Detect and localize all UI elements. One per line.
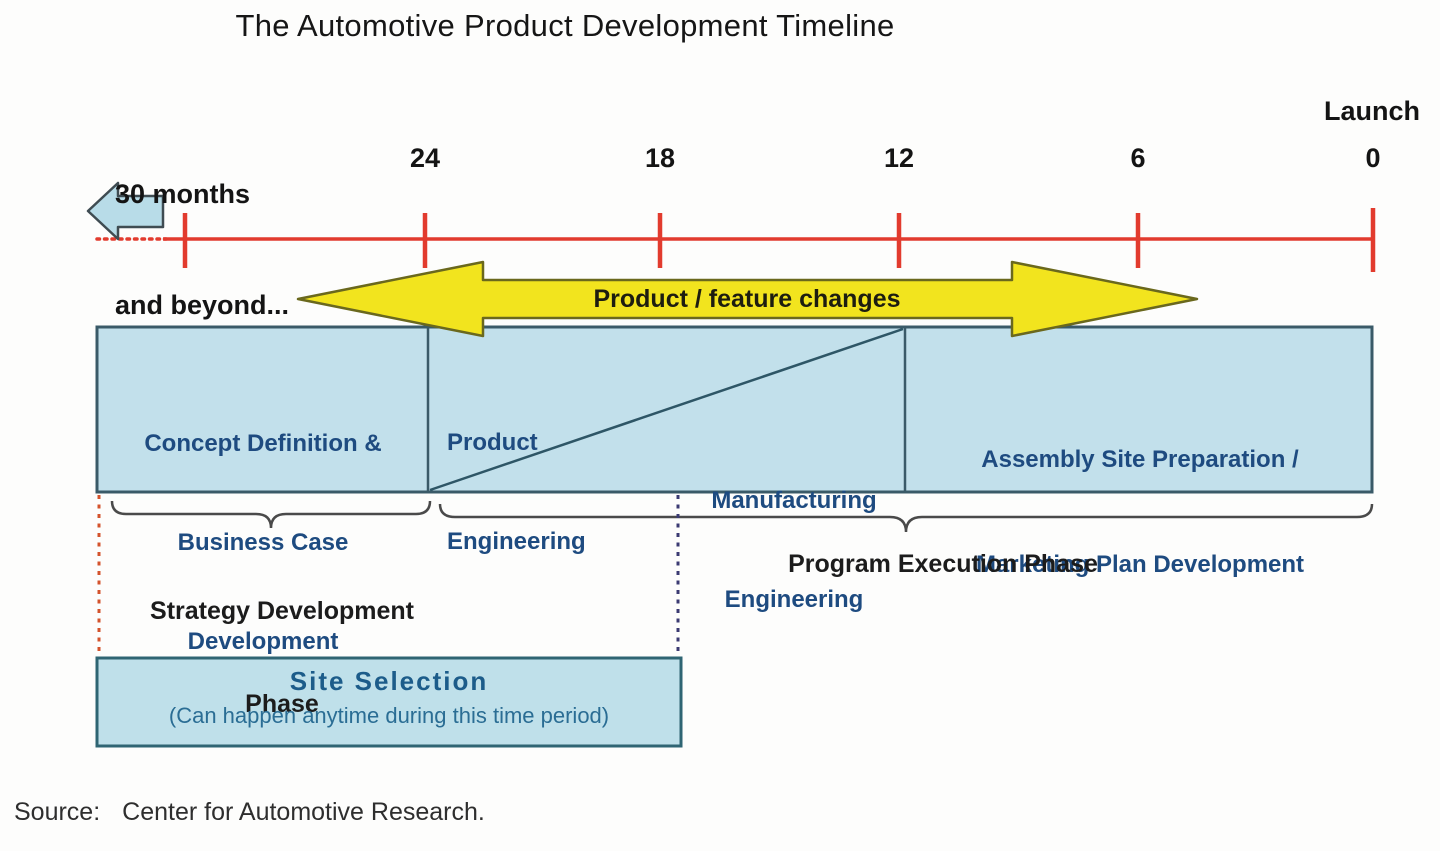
launch-label: Launch (1323, 96, 1420, 126)
concept-line2: Business Case (177, 529, 349, 556)
tick-label-24: 24 (409, 143, 441, 173)
engineering-diagonal-line (429, 327, 904, 492)
assembly-line2: Marketing Plan Development (975, 551, 1305, 578)
concept-box-label: Concept Definition & Business Case Devel… (100, 361, 426, 724)
strategy-phase-label: Strategy Development Phase (142, 534, 422, 782)
execution-phase-label: Program Execution Phase (788, 550, 1098, 578)
product-feature-changes-arrow-icon (296, 260, 1199, 338)
tick-label-12: 12 (883, 143, 915, 173)
source-text: Center for Automotive Research. (122, 798, 485, 826)
strategy-phase-line1: Strategy Development (150, 597, 414, 625)
concept-line3: Development (187, 628, 339, 655)
diagram-title: The Automotive Product Development Timel… (235, 8, 895, 43)
beyond-left-arrow-icon (86, 181, 165, 241)
site-selection-box (95, 656, 683, 748)
label-30-months-line1: 30 months (115, 179, 251, 209)
strategy-phase-line2: Phase (245, 690, 319, 718)
product-engineering-line2: Engineering (447, 528, 586, 555)
site-selection-subtitle: (Can happen anytime during this time per… (168, 703, 610, 728)
site-selection-title: Site Selection (289, 666, 489, 696)
label-30-months: 30 months and beyond... (115, 102, 289, 398)
product-engineering-line1: Product (447, 429, 538, 456)
main-phase-box (95, 325, 1374, 494)
assembly-line1: Assembly Site Preparation / (981, 446, 1299, 473)
strategy-phase-brace (110, 500, 432, 529)
tick-label-6: 6 (1130, 143, 1146, 173)
label-30-months-line2: and beyond... (115, 290, 290, 320)
execution-phase-brace (438, 503, 1374, 533)
change-arrow-label: Product / feature changes (593, 285, 901, 313)
assembly-box-label: Assembly Site Preparation / Marketing Pl… (912, 372, 1368, 652)
source-prefix: Source: (14, 798, 101, 826)
manufacturing-engineering-line1: Manufacturing (711, 487, 877, 514)
tick-label-18: 18 (644, 143, 676, 173)
manufacturing-engineering-line2: Engineering (724, 586, 864, 613)
manufacturing-engineering-label: Manufacturing Engineering (668, 418, 920, 682)
source-line: Source: Center for Automotive Research. (14, 798, 485, 827)
tick-label-0: 0 (1365, 143, 1381, 173)
concept-line1: Concept Definition & (144, 430, 382, 457)
product-engineering-label: Product Engineering (447, 360, 586, 624)
